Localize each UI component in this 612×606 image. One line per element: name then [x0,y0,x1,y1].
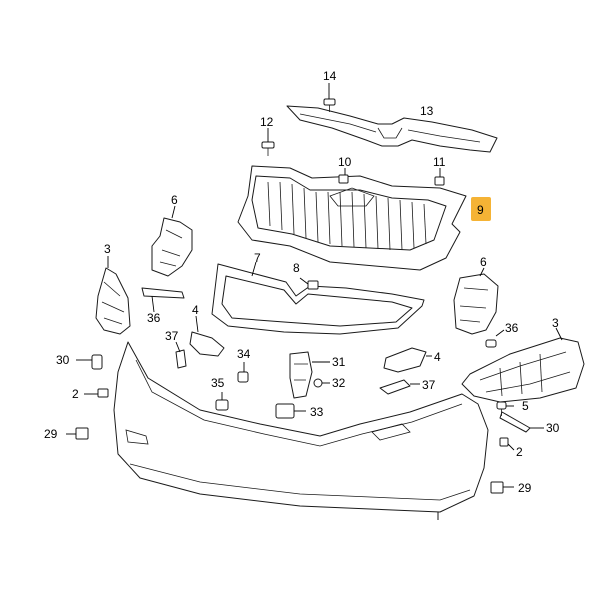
part-32-screw [313,378,330,388]
callout-34: 34 [237,347,251,361]
part-37-right-cover [379,379,420,395]
part-8-clip [299,277,319,290]
part-30-left-clip [76,354,103,370]
part-35-sensor [215,392,229,411]
part-5-screw [496,401,514,416]
part-9-grille-carrier [237,165,467,271]
part-3-right-bracket [461,327,585,403]
callout-12: 12 [260,115,274,129]
part-3-left-bracket [95,256,131,335]
part-34-sensor [237,362,249,383]
callout-36-right: 36 [505,321,519,335]
part-4-right-holder [383,347,432,373]
callout-37-right: 37 [422,378,436,392]
callout-4-left: 4 [192,303,199,317]
part-33-cover [275,403,306,419]
callout-7: 7 [254,251,261,265]
part-7-grille-frame [211,261,425,335]
callout-35: 35 [211,376,225,390]
callout-13: 13 [420,104,434,118]
part-2-left-clip [84,388,109,398]
callout-31: 31 [332,355,346,369]
callout-3-left: 3 [104,242,111,256]
callout-6-left: 6 [171,193,178,207]
part-11-nut [434,168,445,186]
callout-29-right: 29 [518,481,532,495]
callout-11: 11 [433,155,446,169]
part-12-clip [261,128,275,156]
callout-30-left: 30 [56,353,70,367]
part-14-clip [323,83,336,112]
part-bumper-cover [113,341,489,520]
part-10-nut [338,168,349,184]
part-36-left-guide [141,287,185,313]
callout-9: 9 [477,203,484,217]
callout-10: 10 [338,155,352,169]
callout-30-right: 30 [546,421,560,435]
callout-5: 5 [522,399,529,413]
callout-29-left: 29 [44,427,58,441]
callout-37-left: 37 [165,329,179,343]
highlight-box [471,197,491,221]
callout-32: 32 [332,376,346,390]
callout-36-left: 36 [147,311,161,325]
callout-2-right: 2 [516,445,523,459]
part-29-right-plug [490,481,514,494]
callout-labels: 14 13 12 10 11 9 6 6 3 3 7 8 36 36 4 4 3… [44,69,560,495]
callout-6-right: 6 [480,255,487,269]
part-2-right-clip [499,437,515,451]
callout-33: 33 [310,405,324,419]
callout-4-right: 4 [434,350,441,364]
callout-2-left: 2 [72,387,79,401]
part-37-left-cover [175,341,187,369]
part-31-bracket [289,351,330,399]
part-30-right-clip [499,411,544,433]
callout-3-right: 3 [552,316,559,330]
part-4-left-holder [189,315,225,357]
part-13-upper-cover [286,105,498,153]
callout-14: 14 [323,69,337,83]
part-29-left-plug [66,427,89,440]
part-6-left-bracket [151,205,193,277]
part-6-right-bracket [453,267,499,335]
callout-8: 8 [293,261,300,275]
part-36-right-bolt [485,329,505,348]
